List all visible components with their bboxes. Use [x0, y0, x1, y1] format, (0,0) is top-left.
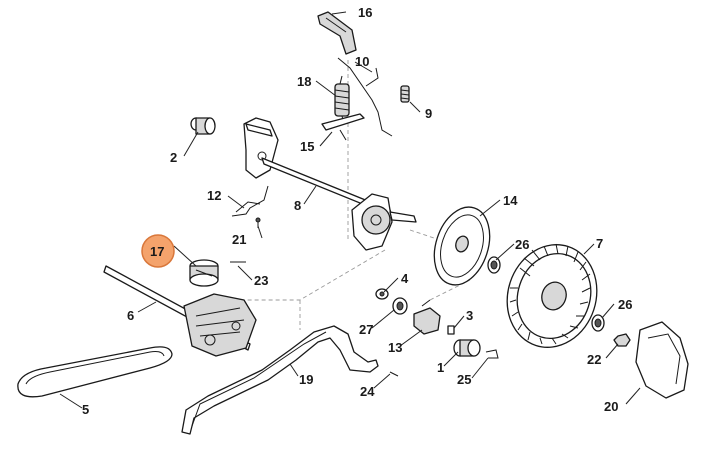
- part-5-belt: [17, 346, 173, 398]
- callout-22: 22: [587, 352, 601, 367]
- callout-26-lower: 26: [618, 297, 632, 312]
- part-18-spring: [334, 75, 350, 125]
- part-27-bearing: [392, 297, 408, 315]
- callout-10: 10: [355, 54, 369, 69]
- part-1-pinion: [453, 339, 481, 357]
- callout-23: 23: [254, 273, 268, 288]
- callout-13: 13: [388, 340, 402, 355]
- part-16-bracket: [317, 11, 357, 55]
- part-22-nut: [613, 333, 631, 347]
- part-12-clip: [231, 185, 269, 217]
- callout-labels: 16 10 18 9 15 2 12 8 21 14 26 7 17 23 6 …: [82, 5, 632, 417]
- callout-16: 16: [358, 5, 372, 20]
- part-3-key: [447, 325, 455, 335]
- callout-12: 12: [207, 188, 221, 203]
- part-14-disc: [433, 206, 491, 286]
- callout-3: 3: [466, 308, 473, 323]
- callout-1: 1: [437, 360, 444, 375]
- callout-17: 17: [150, 244, 164, 259]
- leader-lines: [59, 11, 641, 409]
- part-17-pulley: [189, 259, 219, 287]
- part-24-pin: [389, 371, 399, 377]
- callout-21: 21: [232, 232, 246, 247]
- callout-4: 4: [401, 271, 409, 286]
- callout-6: 6: [127, 308, 134, 323]
- callout-14: 14: [503, 193, 518, 208]
- callout-19: 19: [299, 372, 313, 387]
- part-gear-bracket: [351, 193, 417, 251]
- part-8-axle: [243, 117, 393, 217]
- part-21-screw: [255, 217, 261, 228]
- highlight-circle-17: [141, 234, 175, 268]
- part-26-washer-lower: [591, 314, 605, 332]
- callout-15: 15: [300, 139, 314, 154]
- part-13-clutch: [413, 299, 441, 335]
- callout-9: 9: [425, 106, 432, 121]
- part-19-handle: [181, 325, 379, 435]
- part-7-wheel: [506, 243, 598, 348]
- part-26-washer-upper: [487, 256, 501, 274]
- part-15-lever: [321, 113, 365, 141]
- callout-7: 7: [596, 236, 603, 251]
- part-2-bushing: [190, 117, 216, 135]
- callout-26-upper: 26: [515, 237, 529, 252]
- part-9-spring: [400, 85, 410, 103]
- callout-18: 18: [297, 74, 311, 89]
- callout-5: 5: [82, 402, 89, 417]
- callout-8: 8: [294, 198, 301, 213]
- callout-20: 20: [604, 399, 618, 414]
- part-gearbox: [183, 293, 257, 357]
- callout-25: 25: [457, 372, 471, 387]
- callout-27: 27: [359, 322, 373, 337]
- part-10-rod: [337, 57, 393, 137]
- part-25-clip: [485, 349, 499, 359]
- part-20-cap: [635, 321, 689, 399]
- callout-24: 24: [360, 384, 375, 399]
- callout-2: 2: [170, 150, 177, 165]
